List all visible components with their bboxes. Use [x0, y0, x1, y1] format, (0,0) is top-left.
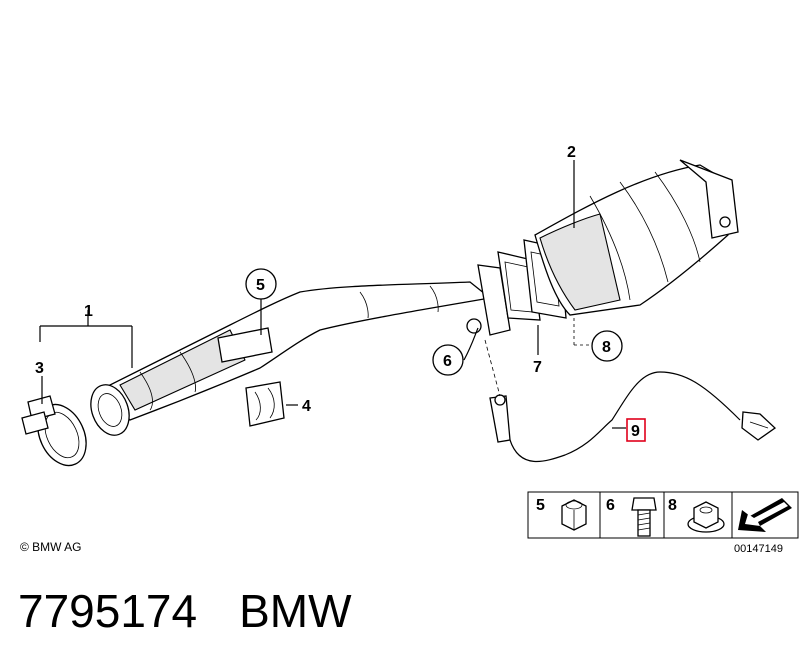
callout-8: 8 [602, 339, 611, 356]
part-number: 7795174 [18, 585, 198, 637]
callout-2: 2 [567, 144, 576, 161]
oxygen-sensor [489, 371, 777, 463]
callout-6: 6 [443, 353, 452, 370]
callout-8-circle [591, 330, 623, 362]
callout-7: 7 [533, 359, 542, 376]
catalytic-converter [534, 159, 739, 316]
callout-4: 4 [302, 398, 311, 415]
image-number: 00147149 [734, 543, 783, 555]
callout-3: 3 [35, 360, 44, 377]
legend-label-5: 5 [536, 497, 545, 514]
flange-nut-icon [687, 501, 725, 533]
part-number-caption: 7795174 BMW [18, 584, 352, 638]
callout-1: 1 [84, 303, 93, 320]
callout-5-circle [245, 268, 277, 300]
brand-name: BMW [239, 585, 352, 637]
callout-5: 5 [256, 277, 265, 294]
nut-icon [561, 499, 587, 531]
pipe-clamp [21, 395, 87, 467]
bolt-icon [631, 497, 657, 537]
rubber-mount-bracket [217, 327, 285, 427]
leader-lines [39, 160, 626, 429]
callout-labels: 1 2 3 4 5 6 7 8 9 [35, 144, 646, 442]
legend-label-8: 8 [668, 497, 677, 514]
copyright-text: © BMW AG [20, 540, 82, 554]
front-direction-arrow-icon [738, 498, 792, 532]
fastener-legend: 5 6 8 00147149 [527, 491, 799, 555]
callout-9: 9 [631, 423, 640, 440]
callout-9-highlight [626, 418, 646, 442]
legend-label-6: 6 [606, 497, 615, 514]
callout-6-circle [432, 344, 464, 376]
